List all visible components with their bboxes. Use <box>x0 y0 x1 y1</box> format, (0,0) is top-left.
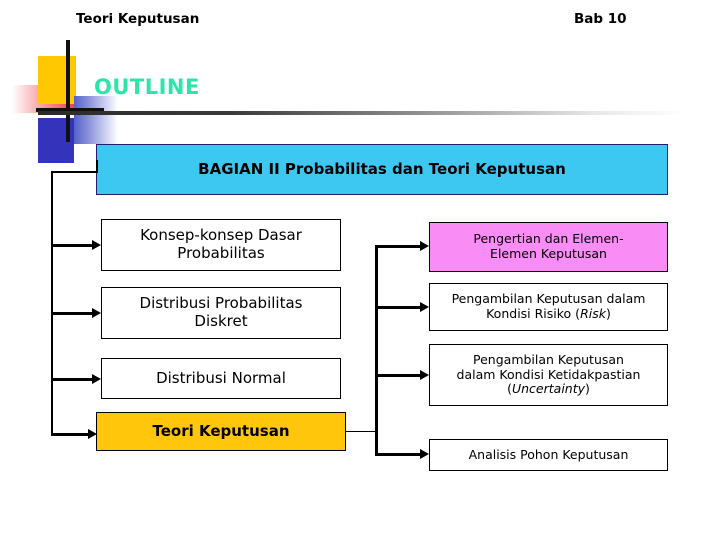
topic-line-1: Teori Keputusan <box>152 421 290 440</box>
subtopic-line-1: Pengertian dan Elemen- <box>473 231 624 247</box>
subtopic-line-2: Kondisi Risiko (Risk) <box>452 306 646 322</box>
right-arrowhead-1-icon <box>420 241 429 251</box>
left-arrowhead-1-icon <box>92 240 101 250</box>
logo-yellow-square <box>38 56 76 104</box>
right-arrowhead-3-icon <box>420 370 429 380</box>
right-arrowhead-2-icon <box>420 302 429 312</box>
subtopic-line-2: Elemen Keputusan <box>490 246 607 261</box>
subtopic-line-3: (Uncertainty) <box>507 381 590 397</box>
topic-line-2: Diskret <box>194 312 248 330</box>
left-connector-arm-4 <box>51 433 91 436</box>
left-arrowhead-3-icon <box>92 374 101 384</box>
subtopic-line-2-text: Kondisi Risiko ( <box>486 306 581 321</box>
subtopic-italic-term: Risk <box>580 306 606 321</box>
left-connector-trunk <box>51 172 53 436</box>
header-right-title: Bab 10 <box>574 11 627 27</box>
subtopic-box-analisis-pohon: Analisis Pohon Keputusan <box>429 439 668 471</box>
topic-box-distribusi-diskret: Distribusi Probabilitas Diskret <box>101 287 341 339</box>
left-connector-arm-1 <box>51 244 95 247</box>
subtopic-italic-term: Uncertainty <box>511 381 586 397</box>
topic-line-1: Konsep-konsep Dasar <box>140 226 302 245</box>
subtopic-line-1: Pengambilan Keputusan dalam <box>451 291 646 307</box>
right-connector-arm-3 <box>375 374 423 377</box>
subtopic-line-3: ) <box>605 306 611 321</box>
topic-box-konsep-dasar: Konsep-konsep Dasar Probabilitas <box>101 219 341 271</box>
header-left-title: Teori Keputusan <box>76 11 200 27</box>
page-title: OUTLINE <box>94 75 200 99</box>
left-arrowhead-4-icon <box>88 429 97 439</box>
right-connector-feed <box>346 431 376 432</box>
topic-box-teori-keputusan: Teori Keputusan <box>96 412 346 451</box>
topic-line-1: Distribusi Probabilitas <box>139 294 303 313</box>
subtopic-box-kondisi-risiko: Pengambilan Keputusan dalam Kondisi Risi… <box>429 283 668 331</box>
right-connector-arm-1 <box>375 245 423 248</box>
banner-bagian-ii: BAGIAN II Probabilitas dan Teori Keputus… <box>96 144 668 195</box>
banner-label: BAGIAN II Probabilitas dan Teori Keputus… <box>198 159 566 178</box>
subtopic-line-1: Analisis Pohon Keputusan <box>468 446 629 462</box>
topic-box-distribusi-normal: Distribusi Normal <box>101 358 341 399</box>
subtopic-line-2: dalam Kondisi Ketidakpastian <box>456 366 641 382</box>
title-divider-rule <box>38 111 686 115</box>
right-connector-trunk <box>375 246 378 455</box>
topic-line-2: Probabilitas <box>177 244 265 262</box>
left-connector-arm-3 <box>51 378 95 381</box>
subtopic-box-kondisi-ketidakpastian: Pengambilan Keputusan dalam Kondisi Keti… <box>429 344 668 406</box>
right-arrowhead-4-icon <box>420 449 429 459</box>
subtopic-box-pengertian-elemen: Pengertian dan Elemen- Elemen Keputusan <box>429 222 668 272</box>
subtopic-line-1: Pengambilan Keputusan <box>473 351 624 367</box>
left-connector-stub-vertical <box>96 160 98 173</box>
left-connector-arm-2 <box>51 312 95 315</box>
left-arrowhead-2-icon <box>92 308 101 318</box>
logo-blue-gradient-bar <box>74 96 118 144</box>
logo-horizontal-line <box>36 108 104 112</box>
right-connector-arm-4 <box>375 453 423 456</box>
right-connector-arm-2 <box>375 306 423 309</box>
decorative-logo <box>0 40 190 163</box>
topic-line-1: Distribusi Normal <box>156 368 286 387</box>
logo-vertical-line <box>66 40 70 142</box>
left-connector-stub-horizontal <box>51 171 98 173</box>
